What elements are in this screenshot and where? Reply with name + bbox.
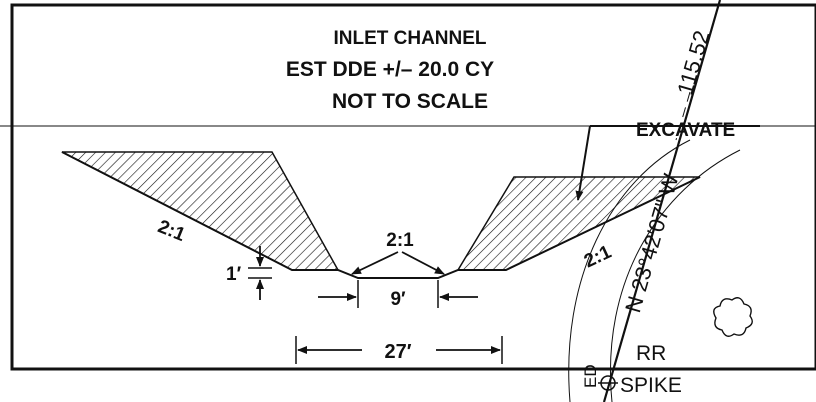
survey-bearing-line: [602, 0, 722, 402]
partial-label: ED: [581, 364, 600, 388]
title-line-1: INLET CHANNEL: [333, 28, 486, 49]
survey-arc-inner: [568, 139, 691, 402]
drawing-border: [10, 3, 816, 371]
excavate-leader-arrow: [575, 125, 591, 201]
tree-icon: [713, 297, 753, 337]
slope-center-arrow-left: [351, 251, 399, 275]
slope-center-arrow-right: [401, 251, 445, 275]
bottom-width-label: 9′: [390, 289, 406, 310]
survey-arc-outer: [610, 149, 741, 402]
slope-left-label: 2:1: [155, 216, 189, 246]
survey-distance: 115.52: [672, 28, 714, 98]
excavate-label: EXCAVATE: [636, 120, 735, 141]
depth-label: 1′: [226, 264, 242, 285]
title-line-2: EST DDE +/– 20.0 CY: [286, 58, 494, 81]
slope-center-label: 2:1: [386, 230, 414, 251]
title-line-3: NOT TO SCALE: [332, 90, 488, 113]
spike-label: SPIKE: [620, 374, 682, 397]
channel-profile: [61, 151, 701, 279]
rr-label: RR: [636, 342, 666, 365]
left-excavation-hatch: [61, 151, 340, 271]
slope-right-label: 2:1: [581, 242, 615, 273]
top-width-label: 27′: [384, 341, 411, 363]
survey-dash: [675, 91, 691, 141]
